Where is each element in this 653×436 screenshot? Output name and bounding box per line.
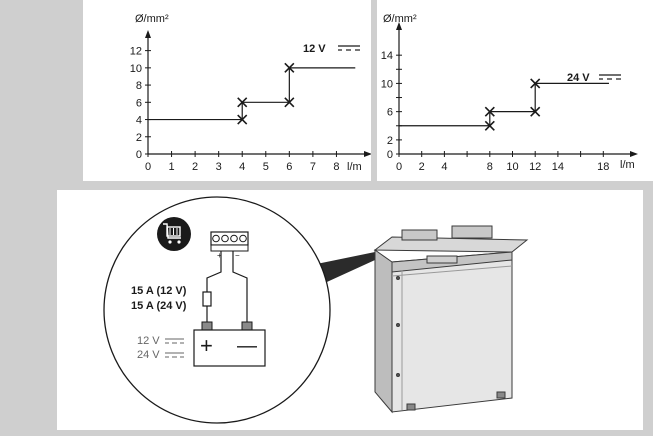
magnifier-circle: [103, 196, 331, 424]
marker-stroke: [284, 97, 295, 108]
voltage-label: 12 V: [303, 43, 326, 55]
y-tick-label: 4: [136, 115, 142, 127]
marker-stroke: [237, 114, 248, 125]
y-tick-label: 14: [381, 50, 393, 62]
marker-stroke: [284, 62, 295, 73]
dc-symbol: [599, 74, 621, 80]
data-marker: [530, 106, 541, 117]
wiring-panel: + − 15 A (12 V) 15 A (24 V) + — 12 V: [57, 190, 643, 430]
x-tick-label: 3: [216, 161, 222, 173]
x-tick-label: 1: [168, 161, 174, 173]
dc-symbol: [165, 352, 184, 358]
battery-label-24v: 24 V: [137, 349, 160, 361]
terminal-minus-label: −: [235, 251, 240, 260]
voltage-label: 24 V: [567, 72, 590, 84]
shopping-cart-icon: [157, 217, 191, 251]
fuse: [202, 291, 212, 307]
y-axis-arrow: [396, 22, 402, 30]
x-tick-label: 18: [597, 161, 609, 173]
y-tick-label: 8: [136, 80, 142, 92]
x-axis-arrow: [364, 151, 372, 157]
marker-stroke: [484, 120, 495, 131]
dc-symbol: [338, 45, 360, 51]
y-tick-label: 0: [136, 149, 142, 161]
x-tick-label: 2: [192, 161, 198, 173]
x-tick-label: 8: [487, 161, 493, 173]
series-line: [399, 82, 609, 127]
x-tick-label: 2: [419, 161, 425, 173]
x-axis-label: l/m: [347, 161, 362, 173]
x-tick-label: 6: [286, 161, 292, 173]
x-tick-label: 4: [441, 161, 447, 173]
x-tick-label: 12: [529, 161, 541, 173]
y-axis-label: Ø/mm²: [383, 13, 417, 25]
x-tick-label: 7: [310, 161, 316, 173]
y-tick-label: 10: [130, 63, 142, 75]
terminal-plus-label: +: [217, 251, 222, 260]
battery-minus-sign: —: [237, 335, 257, 357]
marker-stroke: [530, 78, 541, 89]
data-marker: [484, 120, 495, 131]
data-marker: [284, 62, 295, 73]
wiring-illustration: + − 15 A (12 V) 15 A (24 V) + — 12 V: [103, 196, 529, 424]
y-tick-label: 6: [136, 97, 142, 109]
x-tick-label: 4: [239, 161, 245, 173]
battery: [193, 321, 266, 367]
data-marker: [237, 97, 248, 108]
data-marker: [484, 106, 495, 117]
x-tick-label: 0: [145, 161, 151, 173]
x-tick-label: 8: [333, 161, 339, 173]
battery-label-12v: 12 V: [137, 335, 160, 347]
battery-plus-sign: +: [200, 333, 213, 358]
x-tick-label: 10: [506, 161, 518, 173]
fuse-label-12v: 15 A (12 V): [131, 285, 187, 297]
terminal-block: [210, 231, 249, 252]
fuse-label-24v: 15 A (24 V): [131, 300, 187, 312]
y-axis-label: Ø/mm²: [135, 13, 169, 25]
y-axis-arrow: [145, 30, 151, 38]
series-line: [148, 67, 356, 121]
y-tick-label: 10: [381, 78, 393, 90]
data-marker: [530, 78, 541, 89]
dc-symbol: [165, 338, 184, 344]
x-tick-label: 14: [552, 161, 564, 173]
x-axis-label: l/m: [620, 159, 635, 171]
y-tick-label: 2: [387, 135, 393, 147]
data-marker: [284, 97, 295, 108]
y-tick-label: 0: [387, 149, 393, 161]
y-tick-label: 6: [387, 107, 393, 119]
chart-24v: Ø/mm² 24 V l/m 0 2 4 8 10 12 14 18 0 2 6 10 14: [381, 13, 638, 173]
marker-stroke: [237, 97, 248, 108]
chart-panel-24v: Ø/mm² 24 V l/m 0 2 4 8 10 12 14 18 0 2 6 10 14: [377, 0, 653, 181]
marker-stroke: [530, 106, 541, 117]
refrigerator: [373, 225, 529, 414]
x-axis-arrow: [630, 151, 638, 157]
marker-stroke: [484, 106, 495, 117]
y-tick-label: 2: [136, 132, 142, 144]
y-tick-label: 12: [130, 46, 142, 58]
x-tick-label: 5: [263, 161, 269, 173]
x-tick-label: 0: [396, 161, 402, 173]
data-marker: [237, 114, 248, 125]
